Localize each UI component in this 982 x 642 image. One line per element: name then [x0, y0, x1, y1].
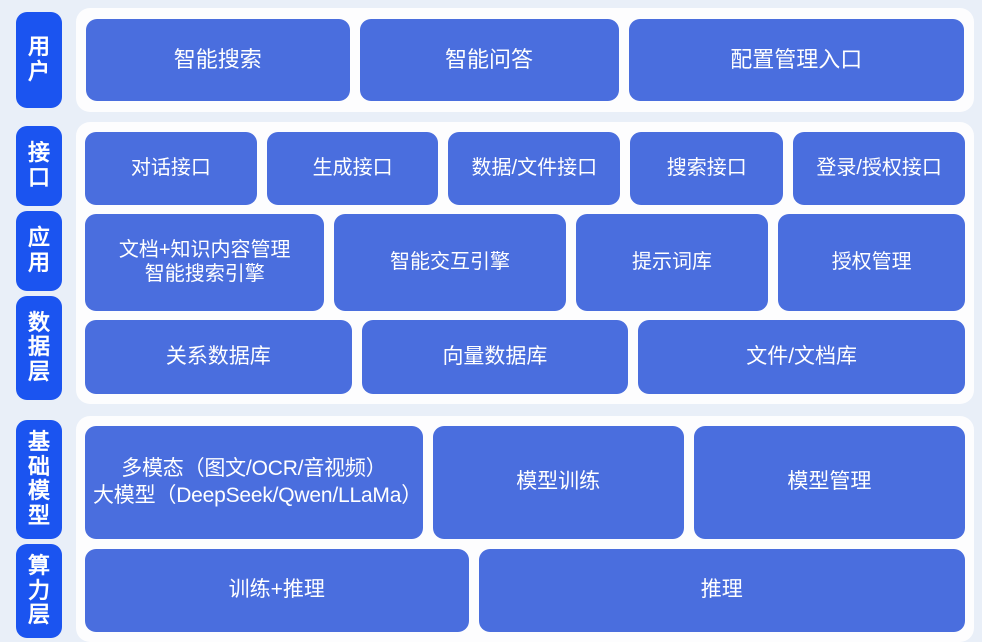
section-user-tabs: 用户 [0, 8, 78, 112]
box-document-knowledge-management[interactable]: 文档+知识内容管理 智能搜索引擎 [85, 213, 325, 311]
data-row: 关系数据库 向量数据库 文件/文档库 [85, 319, 966, 394]
box-config-management-entry[interactable]: 配置管理入口 [628, 19, 964, 101]
model-row: 多模态（图文/OCR/音视频） 大模型（DeepSeek/Qwen/LLaMa）… [85, 426, 965, 539]
user-row: 智能搜索 智能问答 配置管理入口 [86, 19, 964, 101]
application-row: 文档+知识内容管理 智能搜索引擎 智能交互引擎 提示词库 授权管理 [85, 213, 965, 311]
section-middle-tabs: 接口 应用 数据层 [0, 122, 78, 404]
section-user: 用户 智能搜索 智能问答 配置管理入口 [0, 8, 974, 112]
box-vector-database[interactable]: 向量数据库 [361, 319, 629, 394]
box-multimodal-large-model[interactable]: 多模态（图文/OCR/音视频） 大模型（DeepSeek/Qwen/LLaMa） [85, 426, 423, 539]
box-authorization-management[interactable]: 授权管理 [778, 213, 965, 311]
layer-tab-foundation-model[interactable]: 基础模型 [16, 420, 62, 539]
compute-row: 训练+推理 推理 [85, 548, 965, 633]
section-middle: 接口 应用 数据层 对话接口 生成接口 数据/文件接口 搜索接口 登录/授权接口… [0, 122, 974, 404]
box-generation-api[interactable]: 生成接口 [266, 132, 439, 205]
box-data-file-api[interactable]: 数据/文件接口 [448, 132, 621, 205]
box-prompt-library[interactable]: 提示词库 [575, 213, 769, 311]
box-file-document-store[interactable]: 文件/文档库 [638, 319, 966, 394]
box-inference[interactable]: 推理 [478, 548, 965, 633]
layer-tab-user[interactable]: 用户 [16, 12, 62, 108]
section-base-panel: 多模态（图文/OCR/音视频） 大模型（DeepSeek/Qwen/LLaMa）… [76, 416, 974, 642]
box-intelligent-qa[interactable]: 智能问答 [359, 19, 619, 101]
box-intelligent-interaction-engine[interactable]: 智能交互引擎 [334, 213, 566, 311]
section-base: 基础模型 算力层 多模态（图文/OCR/音视频） 大模型（DeepSeek/Qw… [0, 416, 974, 642]
box-training-and-inference[interactable]: 训练+推理 [85, 548, 469, 633]
box-intelligent-search[interactable]: 智能搜索 [86, 19, 350, 101]
layer-tab-interface[interactable]: 接口 [16, 126, 62, 206]
box-relational-database[interactable]: 关系数据库 [85, 319, 352, 394]
layer-tab-compute[interactable]: 算力层 [16, 543, 62, 638]
box-search-api[interactable]: 搜索接口 [630, 132, 784, 205]
layer-tab-data[interactable]: 数据层 [16, 295, 62, 401]
box-dialog-api[interactable]: 对话接口 [85, 132, 257, 205]
layer-tab-application[interactable]: 应用 [16, 210, 62, 291]
section-middle-panel: 对话接口 生成接口 数据/文件接口 搜索接口 登录/授权接口 文档+知识内容管理… [76, 122, 974, 404]
box-model-training[interactable]: 模型训练 [432, 426, 684, 539]
box-model-management[interactable]: 模型管理 [693, 426, 965, 539]
box-login-auth-api[interactable]: 登录/授权接口 [793, 132, 965, 205]
section-user-panel: 智能搜索 智能问答 配置管理入口 [76, 8, 974, 112]
section-base-tabs: 基础模型 算力层 [0, 416, 78, 642]
interface-row: 对话接口 生成接口 数据/文件接口 搜索接口 登录/授权接口 [85, 132, 965, 205]
